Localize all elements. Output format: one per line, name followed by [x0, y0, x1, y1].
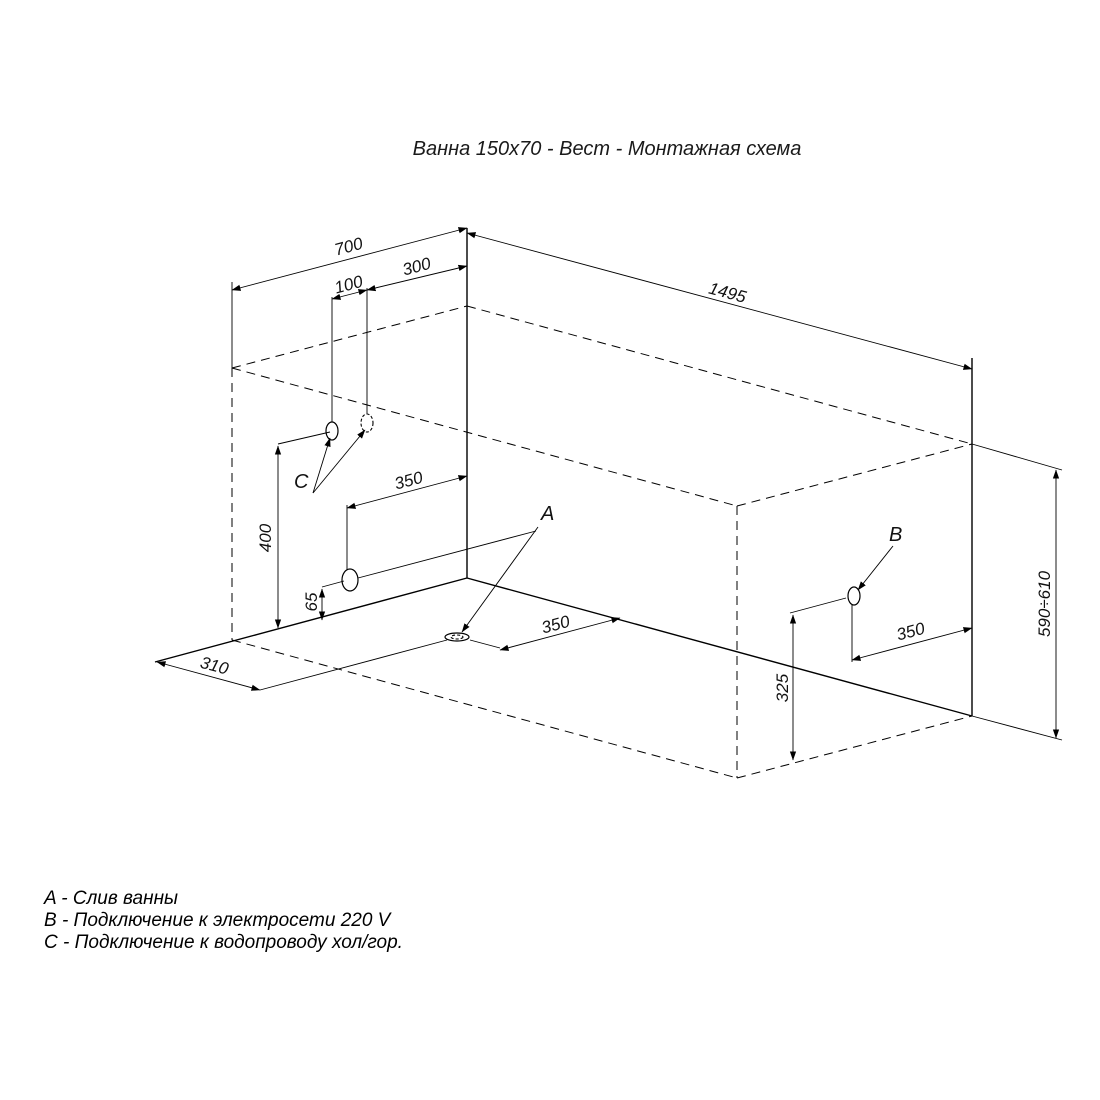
- power-port: [847, 586, 861, 606]
- legend-item-b: B - Подключение к электросети 220 V: [44, 910, 391, 931]
- side-port: [341, 568, 359, 592]
- dimension-drain-side: 310: [156, 639, 448, 691]
- bottom-right-edge: [736, 715, 973, 779]
- svg-text:1495: 1495: [707, 279, 749, 307]
- floor-left-edge: [154, 577, 468, 663]
- svg-text:350: 350: [392, 468, 425, 494]
- svg-text:350: 350: [539, 612, 572, 638]
- dimension-width: 700: [231, 227, 468, 368]
- side-port-group: 65: [302, 530, 537, 621]
- svg-text:325: 325: [773, 673, 792, 702]
- svg-text:65: 65: [302, 592, 321, 611]
- top-front-edge: [231, 367, 738, 507]
- top-left-edge: [231, 305, 468, 369]
- top-right-edge: [736, 443, 973, 507]
- marker-a: A: [540, 503, 554, 525]
- dimension-height: 590÷610: [971, 443, 1063, 741]
- top-back-edge: [466, 305, 973, 445]
- inlet-cold-port: [325, 421, 339, 441]
- water-inlet-ports: C: [294, 413, 374, 494]
- power-connection-group: B 350 325: [773, 524, 973, 761]
- dimension-length: 1495: [466, 232, 973, 444]
- diagram-title: Ванна 150х70 - Вест - Монтажная схема: [413, 138, 802, 160]
- dimension-inlet-height: 400: [256, 431, 331, 629]
- legend-item-c: C - Подключение к водопроводу хол/гор.: [44, 932, 403, 953]
- legend: A - Слив ванны B - Подключение к электро…: [44, 888, 403, 954]
- dimension-side-connection: 350: [346, 468, 468, 578]
- svg-text:350: 350: [894, 619, 927, 645]
- bathtub-outline: [154, 228, 973, 779]
- svg-text:100: 100: [332, 272, 365, 298]
- marker-c: C: [294, 471, 309, 493]
- marker-b: B: [889, 524, 902, 546]
- inlet-hot-port: [360, 413, 374, 433]
- bottom-front-edge: [231, 639, 738, 779]
- svg-text:590÷610: 590÷610: [1035, 570, 1054, 637]
- dimension-inlets: 100 300: [331, 254, 468, 428]
- dimension-drain-offset: 350: [469, 612, 621, 651]
- floor-back-edge: [466, 577, 973, 717]
- svg-text:400: 400: [256, 523, 275, 552]
- svg-text:700: 700: [332, 234, 365, 260]
- legend-item-a: A - Слив ванны: [44, 888, 179, 909]
- drain-group: A: [444, 503, 554, 642]
